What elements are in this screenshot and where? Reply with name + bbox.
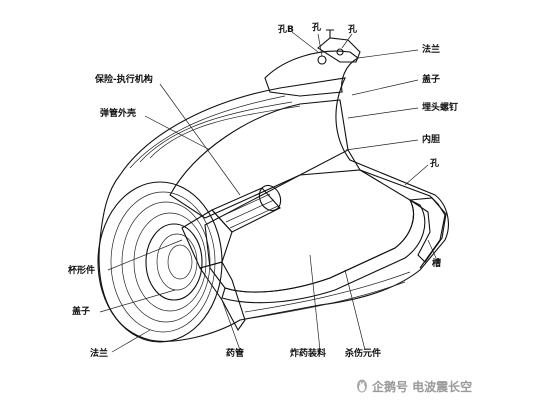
label-fragments: 杀伤元件 xyxy=(345,347,381,359)
label-tube: 药管 xyxy=(226,347,244,359)
label-cover-bottom: 盖子 xyxy=(72,305,90,317)
label-flange-bottom: 法兰 xyxy=(90,347,108,359)
label-explosive: 炸药装料 xyxy=(290,347,326,359)
watermark: 企鹅号 电波震长空 xyxy=(357,379,472,394)
label-hole-top: 孔 xyxy=(312,21,321,33)
upper-explosive-fill xyxy=(169,99,349,219)
label-groove: 槽 xyxy=(432,257,441,269)
label-hole-b: 孔B xyxy=(278,23,294,35)
lower-explosive-fill xyxy=(204,169,426,304)
inner-liner xyxy=(347,149,447,269)
watermark-text: 企鹅号 电波震长空 xyxy=(371,379,472,394)
safety-actuator-cylinder xyxy=(211,184,282,233)
penguin-icon xyxy=(357,379,367,393)
label-bolt: 埋头螺钉 xyxy=(422,101,458,113)
label-casing: 弹管外壳 xyxy=(100,107,136,119)
top-flange-cover xyxy=(264,29,361,97)
cup-piece xyxy=(181,209,233,269)
leader-lines xyxy=(99,31,437,353)
front-end-disc xyxy=(97,181,223,343)
label-cup: 杯形件 xyxy=(68,264,95,276)
label-liner: 内胆 xyxy=(422,133,440,145)
label-flange-top: 法兰 xyxy=(422,43,440,55)
label-hole-top-right: 孔 xyxy=(348,23,357,35)
label-safety-actuator: 保险-执行机构 xyxy=(94,73,153,85)
outer-casing xyxy=(98,77,449,342)
label-hole-right: 孔 xyxy=(430,157,439,169)
callout-labels: 孔B 孔 孔 法兰 盖子 埋头螺钉 内胆 孔 保险-执行机构 弹管外壳 杯形件 … xyxy=(68,21,458,359)
label-cover-top: 盖子 xyxy=(422,73,440,85)
